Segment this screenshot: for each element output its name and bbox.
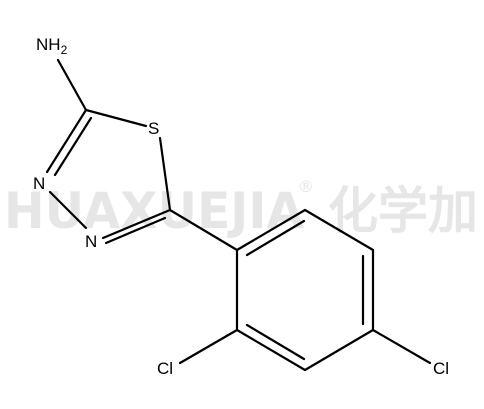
watermark: HUAXUEJIA ® 化学加 [4, 177, 478, 240]
chlorine-ortho-label: Cl [157, 359, 173, 378]
bond-n4-n3 [48, 190, 88, 230]
chlorine-para-label: Cl [433, 359, 449, 378]
sulfur-label: S [148, 119, 159, 138]
bond-c2-nh2 [56, 58, 88, 112]
bond-ar6-cl [178, 328, 239, 365]
bond-c5-n4 [101, 208, 172, 240]
bond-c5-n4-double [104, 216, 167, 245]
bond-ar4-ar5 [303, 328, 375, 372]
bond-ar4-cl [371, 328, 432, 365]
bond-n3-c2 [45, 108, 88, 174]
bond-ar2-ar3 [303, 208, 375, 252]
atom-labels: NH2 S N N Cl Cl [33, 35, 449, 378]
amine-main: NH [36, 35, 61, 54]
nitrogen-lower-label: N [85, 232, 97, 251]
watermark-text: HUAXUEJIA [4, 182, 304, 240]
bond-ar5-ar6 [235, 328, 307, 372]
watermark-registered: ® [298, 177, 314, 196]
bond-ar1-ar2-inner [245, 219, 306, 257]
bond-ar5-ar6-inner [245, 323, 306, 361]
bond-c5-phenyl [168, 208, 239, 252]
amine-label: NH2 [36, 35, 68, 57]
bond-ar1-ar2 [235, 208, 307, 252]
bond-c2-s [84, 108, 148, 128]
watermark-chinese: 化学加 [328, 182, 478, 240]
nitrogen-upper-label: N [33, 174, 45, 193]
amine-subscript: 2 [61, 43, 68, 57]
bonds [45, 58, 432, 372]
bond-n3-c2-double [53, 116, 93, 177]
bond-s-c5 [158, 136, 172, 212]
